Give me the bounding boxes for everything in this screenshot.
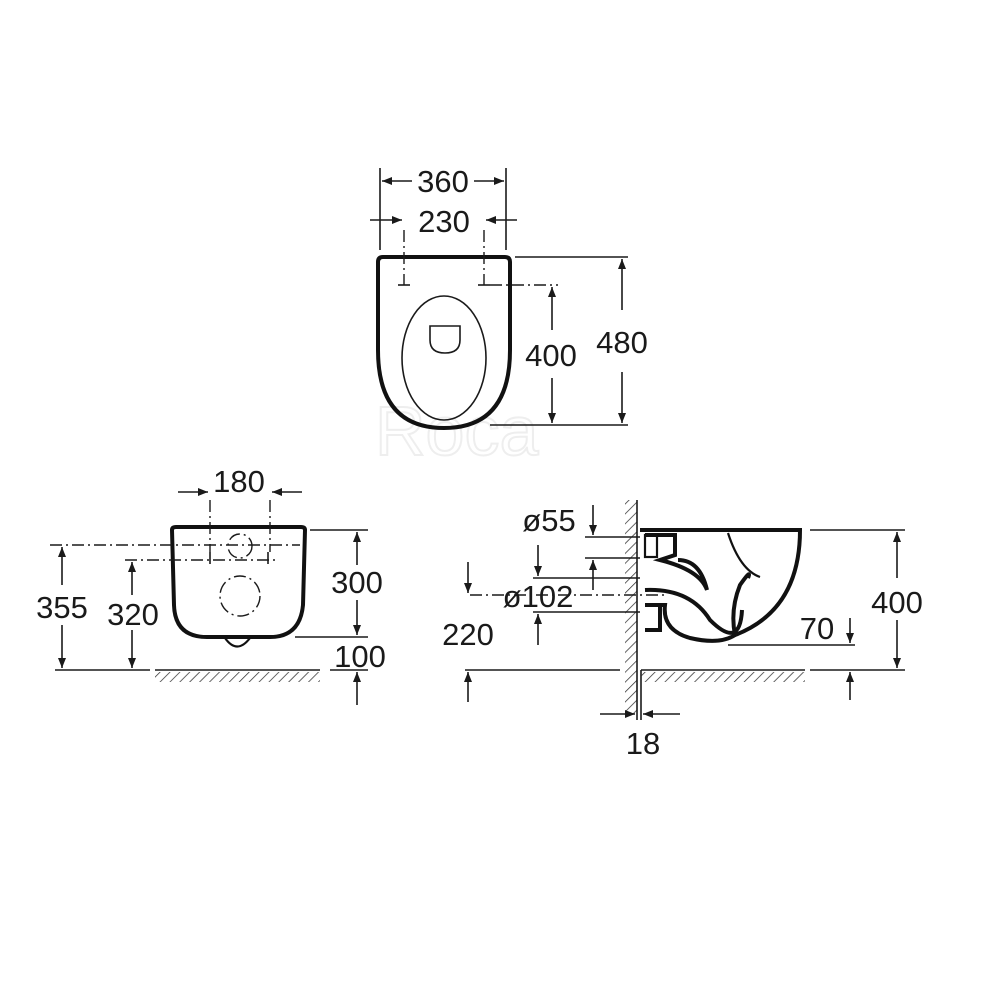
dim-220: 220 bbox=[442, 617, 494, 652]
dim-355: 355 bbox=[36, 590, 88, 625]
bowl-outline-front bbox=[169, 525, 308, 639]
seat-opening bbox=[401, 295, 487, 421]
dim-18: 18 bbox=[626, 726, 660, 761]
dim-480: 480 bbox=[596, 325, 648, 360]
drain-opening bbox=[429, 325, 461, 354]
side-view: ø55 ø102 220 400 70 18 bbox=[442, 500, 923, 761]
dim-o55: ø55 bbox=[522, 503, 575, 538]
front-view: 180 355 320 300 100 bbox=[36, 464, 386, 705]
dim-400-side: 400 bbox=[871, 585, 923, 620]
top-view: 360 230 480 400 bbox=[370, 164, 648, 431]
dim-320: 320 bbox=[107, 597, 159, 632]
dim-70: 70 bbox=[800, 611, 834, 646]
dim-360: 360 bbox=[417, 164, 469, 199]
dim-o102: ø102 bbox=[503, 579, 574, 614]
dim-180: 180 bbox=[213, 464, 265, 499]
dim-230: 230 bbox=[418, 204, 470, 239]
bowl-outline-side bbox=[640, 528, 803, 638]
dim-400-top: 400 bbox=[525, 338, 577, 373]
dim-100: 100 bbox=[334, 639, 386, 674]
trap bbox=[644, 587, 744, 635]
bowl-outline-top bbox=[376, 255, 512, 431]
watermark-logo: Roca bbox=[375, 392, 538, 470]
dim-300: 300 bbox=[331, 565, 383, 600]
